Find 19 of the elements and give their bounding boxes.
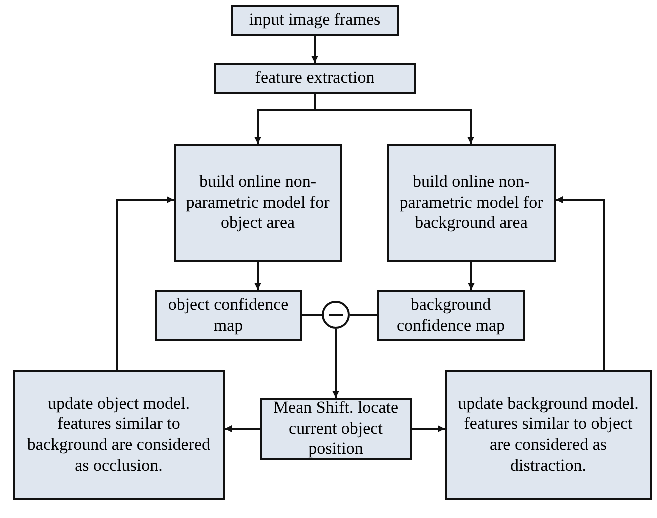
arrow bbox=[332, 329, 340, 398]
arrow bbox=[254, 262, 262, 290]
arrow bbox=[116, 196, 174, 370]
arrow bbox=[225, 426, 260, 432]
process-box-text: build online non-parametric model for background area bbox=[398, 172, 544, 234]
arrow bbox=[312, 36, 318, 63]
arrow bbox=[412, 426, 445, 432]
process-box-text: update object model. features similar to background are considered as occlusion. bbox=[26, 394, 212, 476]
process-box-text: Mean Shift. locate current object position bbox=[272, 398, 400, 460]
minus-circle bbox=[322, 301, 350, 329]
process-box-text: feature extraction bbox=[255, 68, 375, 89]
arrow bbox=[556, 196, 605, 370]
arrow bbox=[314, 94, 474, 144]
process-box-text: build online non-parametric model for object area bbox=[185, 172, 331, 234]
process-box-text: update background model. features similar to object are considered as distraction. bbox=[457, 394, 640, 476]
arrow bbox=[468, 262, 475, 290]
process-box-text: object confidence map bbox=[167, 294, 290, 336]
process-box-text: background confidence map bbox=[396, 294, 506, 336]
process-box-text: input image frames bbox=[249, 10, 381, 31]
